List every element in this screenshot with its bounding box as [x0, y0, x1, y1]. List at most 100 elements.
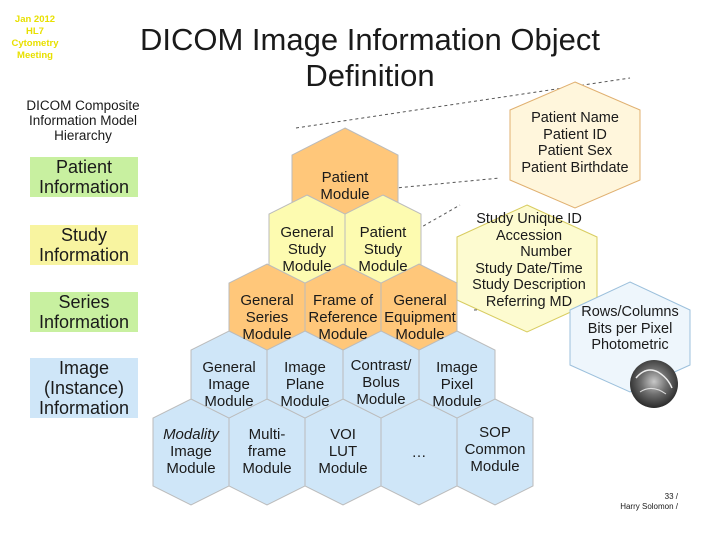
module-label-line: Module	[318, 326, 368, 343]
modality-image-module-label: Modality Image Module	[154, 426, 228, 477]
module-label-line: Contrast/	[350, 357, 412, 374]
attribute-line: Accession	[495, 227, 563, 244]
meeting-label-line: HL7	[26, 26, 44, 37]
attribute-line: Referring MD	[485, 293, 573, 310]
image-pixel-module-label: Image Pixel Module	[422, 359, 492, 410]
slide-footer: 33 / Harry Solomon /	[620, 492, 678, 512]
info-label-line: Series	[58, 292, 110, 312]
module-label-line: LUT	[328, 443, 358, 460]
attribute-line: Study Date/Time	[475, 260, 583, 277]
module-label-line: Module	[166, 460, 216, 477]
patient-attributes-list: Patient Name Patient ID Patient Sex Pati…	[500, 110, 650, 176]
patient-attributes-callout	[509, 81, 641, 209]
sop-common-module-hexagon	[456, 398, 534, 506]
sample-image-thumbnail	[630, 360, 678, 408]
meeting-label: Jan 2012 HL7 Cytometry Meeting	[6, 14, 64, 62]
module-label-line: Image	[284, 359, 326, 376]
info-label-line: Image	[58, 358, 110, 378]
module-label-line: Reference	[308, 309, 378, 326]
voi-lut-module-label: VOI LUT Module	[308, 426, 378, 477]
module-label-line: Module	[432, 393, 482, 410]
patient-module-label: Patient Module	[305, 169, 385, 203]
attribute-line: Photometric	[591, 337, 669, 353]
hierarchy-heading-line: Information Model	[28, 113, 138, 128]
module-label-line: VOI	[330, 426, 356, 443]
module-label-line: Module	[318, 460, 368, 477]
general-image-module-label: General Image Module	[194, 359, 264, 410]
meeting-label-line: Meeting	[17, 50, 53, 61]
hierarchy-heading: DICOM Composite Information Model Hierar…	[10, 98, 156, 143]
presenter-name: Harry Solomon /	[620, 502, 678, 511]
image-plane-module-label: Image Plane Module	[270, 359, 340, 410]
module-label-line: Module	[356, 391, 406, 408]
info-label-line: Study	[60, 225, 108, 245]
general-series-module-label: General Series Module	[232, 292, 302, 343]
attribute-line: Study Unique ID	[476, 211, 582, 227]
slide-title: DICOM Image Information Object Definitio…	[110, 22, 630, 94]
contrast-bolus-module-label: Contrast/ Bolus Module	[344, 357, 418, 408]
page-number: 33 /	[664, 492, 678, 501]
general-equipment-module-label: General Equipment Module	[382, 292, 458, 343]
module-label-line: Study	[287, 241, 327, 258]
attribute-line: Bits per Pixel	[587, 320, 673, 337]
module-label-line: Image	[436, 359, 478, 376]
patient-study-module-label: Patient Study Module	[348, 224, 418, 275]
study-information-box: Study Information	[30, 225, 138, 265]
attribute-line: Rows/Columns	[581, 304, 679, 320]
module-label-line: Module	[282, 258, 332, 275]
module-label-line: Module	[395, 326, 445, 343]
info-label-line: Information	[38, 177, 130, 197]
attribute-line: Study Description	[472, 277, 586, 293]
info-label-line: Information	[38, 245, 130, 265]
module-label-line: Module	[204, 393, 254, 410]
module-label-line: Module	[320, 186, 370, 203]
image-information-box: Image (Instance) Information	[30, 358, 138, 418]
module-label-line: Series	[245, 309, 289, 326]
meeting-label-line: Jan 2012	[14, 14, 56, 25]
attribute-line: Patient Sex	[537, 143, 613, 159]
attribute-line: Patient ID	[543, 126, 607, 143]
ellipsis-module-label: …	[394, 444, 444, 461]
module-label-line: Image	[208, 376, 250, 393]
module-label-line: Pixel	[440, 376, 474, 393]
sop-common-module-label: SOP Common Module	[460, 424, 530, 475]
module-label-line: Common	[464, 441, 526, 458]
module-label-line: Plane	[285, 376, 325, 393]
info-label-line: Information	[38, 398, 130, 418]
module-label-line: General	[280, 224, 334, 241]
module-label-line: Frame of	[312, 292, 373, 309]
module-label-line: frame	[247, 443, 287, 460]
info-label-line: (Instance)	[43, 378, 125, 398]
attribute-line: Patient Name	[531, 110, 619, 126]
multi-frame-module-label: Multi- frame Module	[232, 426, 302, 477]
module-label-line: …	[411, 444, 427, 461]
info-label-line: Patient	[55, 157, 113, 177]
hierarchy-heading-line: Hierarchy	[54, 128, 112, 143]
general-study-module-label: General Study Module	[272, 224, 342, 275]
module-label-line: Patient	[321, 169, 369, 186]
frame-of-reference-module-label: Frame of Reference Module	[306, 292, 380, 343]
module-label-line: Multi-	[248, 426, 286, 443]
meeting-label-line: Cytometry	[11, 38, 59, 49]
study-attributes-list: Study Unique ID Accession Number Study D…	[448, 211, 610, 310]
module-label-line: General	[393, 292, 447, 309]
module-label-line: Modality	[163, 426, 219, 443]
series-information-box: Series Information	[30, 292, 138, 332]
attribute-line: Number	[520, 244, 572, 260]
module-label-line: Study	[363, 241, 403, 258]
module-label-line: Module	[358, 258, 408, 275]
module-label-line: Module	[242, 460, 292, 477]
module-label-line: Image	[170, 443, 212, 460]
module-label-line: SOP	[479, 424, 511, 441]
module-label-line: Equipment	[384, 309, 456, 326]
module-label-line: Patient	[359, 224, 407, 241]
module-label-line: Module	[280, 393, 330, 410]
hierarchy-heading-line: DICOM Composite	[26, 98, 140, 113]
study-attributes-callout	[456, 204, 598, 333]
attribute-line: Patient Birthdate	[521, 159, 629, 176]
pixel-attributes-list: Rows/Columns Bits per Pixel Photometric	[568, 304, 692, 354]
patient-information-box: Patient Information	[30, 157, 138, 197]
module-label-line: General	[202, 359, 256, 376]
module-label-line: Module	[242, 326, 292, 343]
